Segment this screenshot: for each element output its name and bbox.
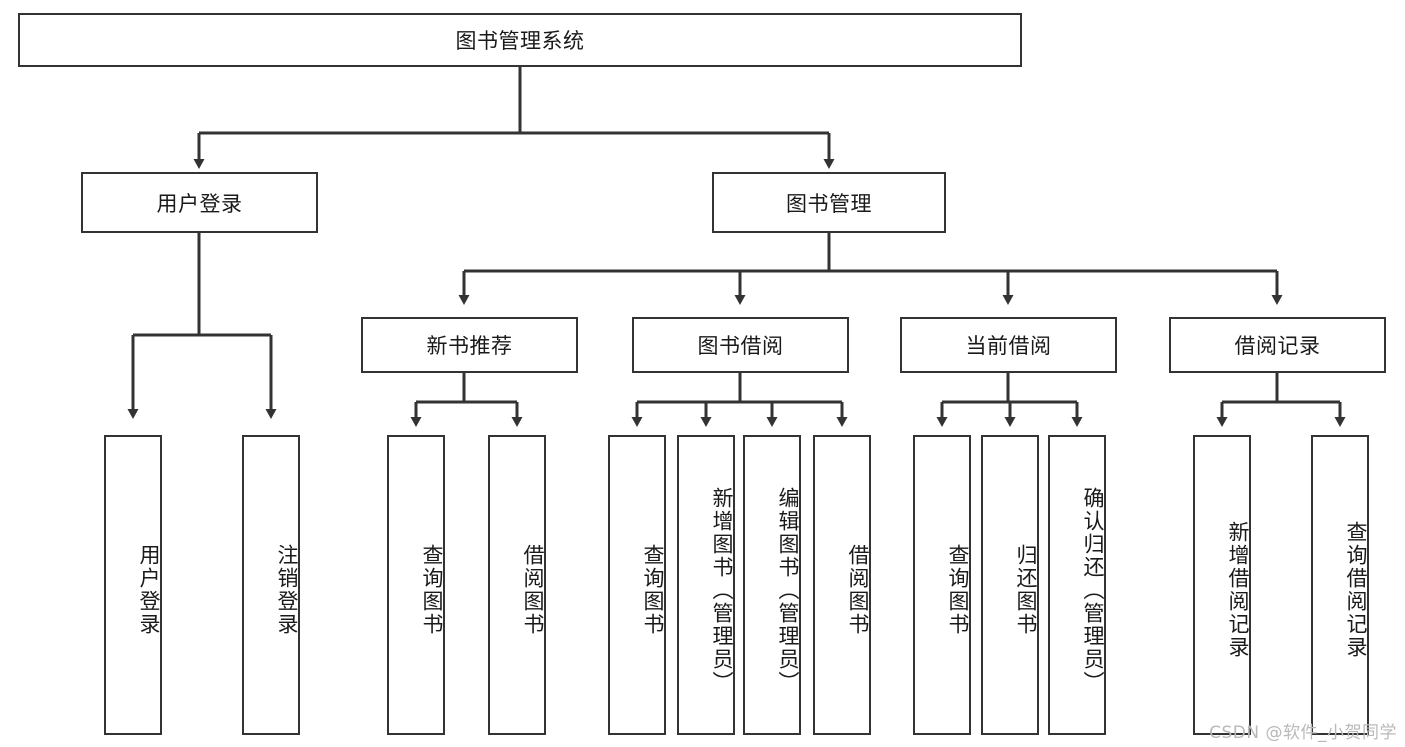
leaf-borrow-edit-book-label: 编辑图书（管理员） [776, 486, 800, 694]
node-book-management[interactable]: 图书管理 [712, 172, 946, 233]
node-root[interactable]: 图书管理系统 [18, 13, 1022, 67]
node-user-login-label: 用户登录 [156, 191, 243, 216]
leaf-record-add-label: 新增借阅记录 [1226, 521, 1250, 659]
node-book-borrow-label: 图书借阅 [697, 334, 784, 358]
leaf-current-return-book-label: 归还图书 [1014, 544, 1038, 636]
node-book-borrow[interactable]: 图书借阅 [632, 317, 849, 373]
leaf-recommend-query-book[interactable]: 查询图书 [387, 435, 445, 735]
leaf-record-query-label: 查询借阅记录 [1344, 521, 1368, 659]
leaf-borrow-query-book[interactable]: 查询图书 [608, 435, 666, 735]
node-new-book-recommend[interactable]: 新书推荐 [361, 317, 578, 373]
node-borrow-record[interactable]: 借阅记录 [1169, 317, 1386, 373]
leaf-user-login-label: 用户登录 [137, 544, 161, 636]
leaf-borrow-borrow-book[interactable]: 借阅图书 [813, 435, 871, 735]
leaf-recommend-query-book-label: 查询图书 [420, 544, 444, 636]
leaf-current-query-book-label: 查询图书 [946, 544, 970, 636]
leaf-borrow-query-book-label: 查询图书 [641, 544, 665, 636]
leaf-current-query-book[interactable]: 查询图书 [913, 435, 971, 735]
leaf-logout[interactable]: 注销登录 [242, 435, 300, 735]
leaf-recommend-borrow-book-label: 借阅图书 [521, 544, 545, 636]
leaf-borrow-add-book-label: 新增图书（管理员） [710, 486, 734, 694]
leaf-borrow-borrow-book-label: 借阅图书 [846, 544, 870, 636]
leaf-record-query[interactable]: 查询借阅记录 [1311, 435, 1369, 735]
node-borrow-record-label: 借阅记录 [1234, 334, 1321, 358]
node-book-management-label: 图书管理 [786, 191, 872, 216]
node-current-borrow-label: 当前借阅 [965, 334, 1052, 358]
node-current-borrow[interactable]: 当前借阅 [900, 317, 1117, 373]
leaf-current-confirm-return[interactable]: 确认归还（管理员） [1048, 435, 1106, 735]
leaf-logout-label: 注销登录 [275, 544, 299, 636]
leaf-current-confirm-return-label: 确认归还（管理员） [1081, 486, 1105, 694]
leaf-borrow-edit-book[interactable]: 编辑图书（管理员） [743, 435, 801, 735]
leaf-recommend-borrow-book[interactable]: 借阅图书 [488, 435, 546, 735]
leaf-user-login[interactable]: 用户登录 [104, 435, 162, 735]
node-new-book-recommend-label: 新书推荐 [426, 334, 513, 358]
node-root-label: 图书管理系统 [455, 29, 585, 53]
leaf-current-return-book[interactable]: 归还图书 [981, 435, 1039, 735]
node-user-login[interactable]: 用户登录 [81, 172, 318, 233]
leaf-record-add[interactable]: 新增借阅记录 [1193, 435, 1251, 735]
leaf-borrow-add-book[interactable]: 新增图书（管理员） [677, 435, 735, 735]
